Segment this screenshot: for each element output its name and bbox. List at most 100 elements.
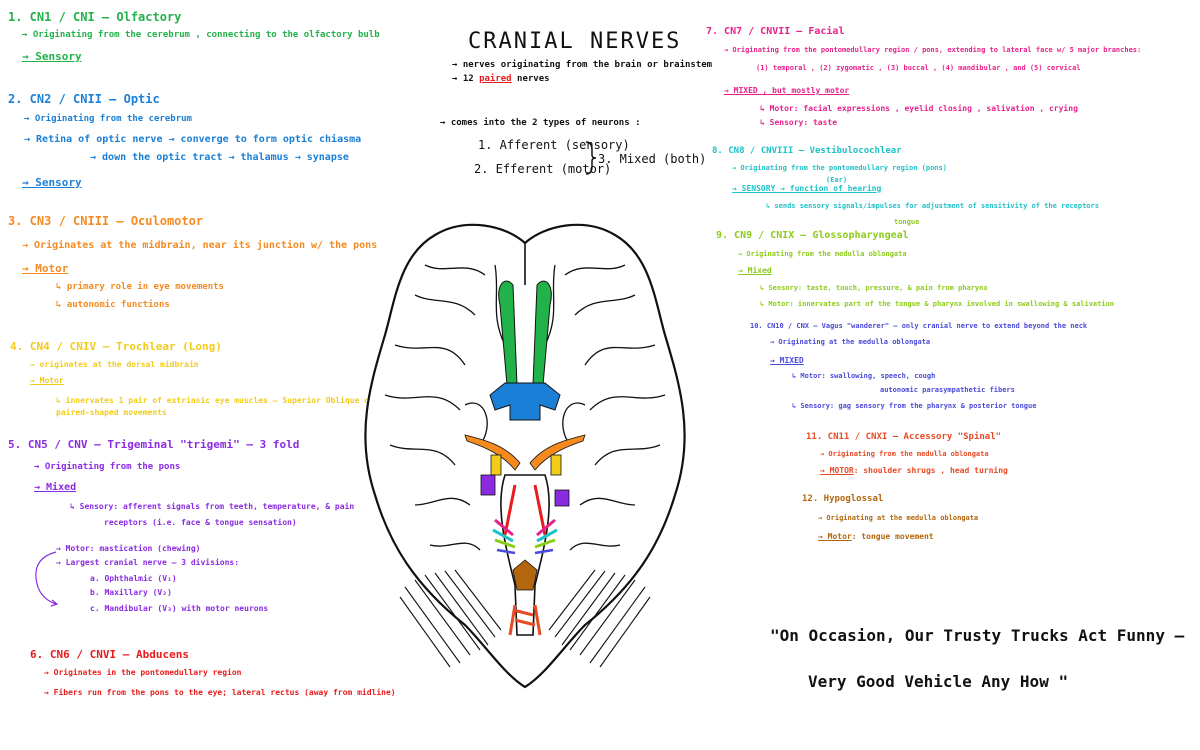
trigeminal-nerve-left <box>480 474 496 496</box>
cn1-title: 1. CN1 / CNI – Olfactory <box>8 10 182 24</box>
cn1-type: → Sensory <box>22 50 82 63</box>
cn9-sensory: ↳ Sensory: taste, touch, pressure, & pai… <box>760 284 988 292</box>
cn5-maxillary: b. Maxillary (V₂) <box>90 588 172 597</box>
cn9-origin: → Originating from the medulla oblongata <box>738 250 907 258</box>
cn11-type: → MOTOR <box>820 466 854 475</box>
cn10-origin: → Originating at the medulla oblongata <box>770 338 931 346</box>
facial-nerve-right <box>536 518 556 537</box>
cn2-tract: → down the optic tract → thalamus → syna… <box>90 152 349 163</box>
cn5-motor: → Motor: mastication (chewing) <box>56 544 201 553</box>
cn5-divisions: → Largest cranial nerve – 3 divisions: <box>56 558 240 567</box>
cn4-type: → Motor <box>30 376 64 385</box>
cn4-origin: → originates at the dorsal midbrain <box>30 360 199 369</box>
cn7-type: → MIXED , but mostly motor <box>724 86 850 95</box>
cn3-autonomic: ↳ autonomic functions <box>56 300 170 310</box>
cn9-type: → Mixed <box>738 266 772 275</box>
cn6-fibers: → Fibers run from the pons to the eye; l… <box>44 688 396 697</box>
cn5-mandibular: c. Mandibular (V₃) with motor neurons <box>90 604 269 613</box>
header-paired-suffix: nerves <box>511 74 550 84</box>
cn10-autonomic: autonomic parasympathetic fibers <box>880 386 1015 394</box>
cn11-origin: → Originating from the medulla oblongata <box>820 450 989 458</box>
cn3-eye-movement: ↳ primary role in eye movements <box>56 282 224 292</box>
cn12-title: 12. Hypoglossal <box>802 494 884 504</box>
page-title: CRANIAL NERVES <box>468 29 682 54</box>
cn2-title: 2. CN2 / CNII – Optic <box>8 92 160 106</box>
cn4-title: 4. CN4 / CNIV – Trochlear (Long) <box>10 340 222 353</box>
facial-nerve-left <box>494 518 514 537</box>
cn9-tongue-note: tongue <box>894 218 920 226</box>
olfactory-bulb-right <box>498 280 518 386</box>
vagus-nerve-right <box>534 548 554 555</box>
cn8-title: 8. CN8 / CNVIII – Vestibulocochlear <box>712 146 902 156</box>
cn5-sensory: ↳ Sensory: afferent signals from teeth, … <box>70 502 355 511</box>
abducens-nerve-right <box>533 484 547 536</box>
types-intro: → comes into the 2 types of neurons : <box>440 118 641 128</box>
cn3-origin: → Originates at the midbrain, near its j… <box>22 240 378 251</box>
trochlear-nerve-left <box>490 454 502 476</box>
type-efferent: 2. Efferent (motor) <box>474 162 612 176</box>
header-definition: → nerves originating from the brain or b… <box>452 60 713 70</box>
cn2-chiasma: → Retina of optic nerve → converge to fo… <box>24 134 362 145</box>
glossopharyngeal-nerve-right <box>534 538 556 549</box>
mnemonic-line-2: Very Good Vehicle Any How " <box>808 672 1069 691</box>
cn5-title: 5. CN5 / CNV – Trigeminal "trigemi" – 3 … <box>8 438 300 451</box>
cn7-branches: (1) temporal , (2) zygomatic , (3) bucca… <box>756 64 1081 72</box>
cn5-type: → Mixed <box>34 482 77 493</box>
cn7-sensory: ↳ Sensory: taste <box>760 118 838 127</box>
header-paired: → 12 paired nerves <box>452 74 550 85</box>
cn2-origin: → Originating from the cerebrum <box>24 114 192 124</box>
cn5-origin: → Originating from the pons <box>34 462 181 472</box>
mnemonic-line-1: "On Occasion, Our Trusty Trucks Act Funn… <box>770 626 1185 645</box>
cn5-bracket <box>35 551 59 607</box>
header-paired-prefix: → 12 <box>452 74 480 84</box>
header-paired-highlight: paired <box>479 74 512 84</box>
cn5-receptors: receptors (i.e. face & tongue sensation) <box>104 518 297 527</box>
cn10-title: 10. CN10 / CNX – Vagus "wanderer" – only… <box>750 322 1088 330</box>
cn12-function: : tongue movement <box>851 532 934 541</box>
type-mixed: 3. Mixed (both) <box>598 152 707 166</box>
cn1-origin: → Originating from the cerebrum , connec… <box>22 30 380 40</box>
cn7-title: 7. CN7 / CNVII – Facial <box>706 26 845 37</box>
glossopharyngeal-nerve-left <box>494 538 516 549</box>
cn6-title: 6. CN6 / CNVI – Abducens <box>30 648 189 661</box>
vagus-nerve-left <box>496 548 516 555</box>
accessory-nerve <box>508 604 542 636</box>
type-afferent: 1. Afferent (sensory) <box>478 138 630 152</box>
cn9-motor: ↳ Motor: innervates part of the tongue &… <box>760 300 1115 308</box>
trochlear-nerve-right <box>550 454 562 476</box>
cn4-innervation: ↳ innervates 1 pair of extrinsic eye mus… <box>56 396 374 405</box>
cn8-type: → SENSORY → function of hearing <box>732 184 882 193</box>
cn3-type: → Motor <box>22 262 69 275</box>
cn11-function: : shoulder shrugs , head turning <box>853 466 1008 475</box>
cn4-movements: paired-shaped movements <box>56 408 167 417</box>
cn5-ophthalmic: a. Ophthalmic (V₁) <box>90 574 177 583</box>
cn10-motor: ↳ Motor: swallowing, speech, cough <box>792 372 936 380</box>
optic-chiasm <box>489 382 561 421</box>
olfactory-bulb-left <box>532 280 552 386</box>
vestibulocochlear-nerve-left <box>492 528 514 543</box>
oculomotor-nerve <box>464 434 586 471</box>
cn3-title: 3. CN3 / CNIII – Oculomotor <box>8 214 204 228</box>
cn6-origin: → Originates in the pontomedullary regio… <box>44 668 242 677</box>
cn10-sensory: ↳ Sensory: gag sensory from the pharynx … <box>792 402 1037 410</box>
vestibulocochlear-nerve-right <box>536 528 558 543</box>
brainstem <box>500 474 550 636</box>
cn8-origin: → Originating from the pontomedullary re… <box>732 164 947 172</box>
cn8-signals: ↳ sends sensory signals/impulses for adj… <box>766 202 1099 210</box>
trigeminal-nerve-right <box>554 489 570 507</box>
hypoglossal-nerve <box>512 559 538 591</box>
cn7-motor: ↳ Motor: facial expressions , eyelid clo… <box>760 104 1078 113</box>
brain-inferior-view <box>364 223 686 689</box>
cn10-type: → MIXED <box>770 356 804 365</box>
cn8-ear-note: (Ear) <box>826 176 848 184</box>
cn12-origin: → Originating at the medulla oblongata <box>818 514 979 522</box>
cn9-title: 9. CN9 / CNIX – Glossopharyngeal <box>716 230 909 241</box>
types-brace <box>585 141 597 175</box>
cn11-motor: → MOTOR: shoulder shrugs , head turning <box>820 466 1008 476</box>
cn2-type: → Sensory <box>22 176 82 189</box>
abducens-nerve-left <box>503 484 517 536</box>
brain-gyri <box>384 264 666 551</box>
cn12-type: → Motor <box>818 532 852 541</box>
cerebellum <box>399 569 651 668</box>
cn12-motor: → Motor: tongue movement <box>818 532 934 542</box>
